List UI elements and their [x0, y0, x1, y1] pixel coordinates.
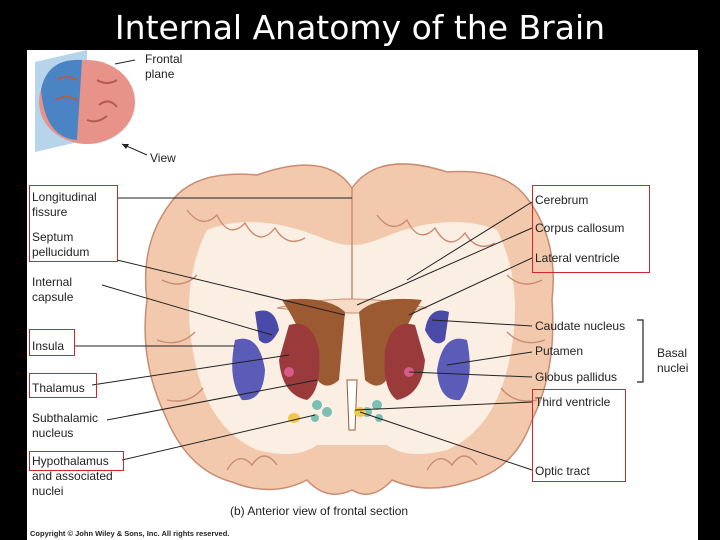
white-matter [189, 222, 515, 454]
label-optic-tract: Optic tract [535, 464, 590, 478]
label-third-ventricle: Third ventricle [535, 395, 611, 409]
label-hypothalamus: Hypothalamus and associated nuclei [32, 454, 113, 498]
highlight-box-hypothalamus [29, 451, 124, 471]
third-ventricle [346, 379, 358, 431]
label-view: View [150, 151, 176, 165]
label-lateral-ventricle: Lateral ventricle [535, 251, 620, 265]
copyright-notice: Copyright © John Wiley & Sons, Inc. All … [30, 529, 230, 538]
label-insula: Insula [32, 339, 65, 353]
optic-tract-left [288, 413, 300, 423]
label-frontal-plane: Frontal plane [145, 52, 183, 81]
basal-nuclei-bracket [637, 319, 644, 383]
label-globus-pallidus: Globus pallidus [535, 370, 618, 384]
putamen-left [232, 338, 265, 401]
putamen-right [437, 338, 470, 401]
label-caudate-nucleus: Caudate nucleus [535, 319, 626, 333]
label-putamen: Putamen [535, 344, 584, 358]
diagram-drawing [35, 50, 644, 495]
thalamus-left [279, 323, 320, 400]
label-cerebrum: Cerebrum [535, 193, 589, 207]
diagram-panel: Frontal plane View Longitudinal fissure … [27, 50, 698, 540]
label-basal-nuclei: Basal nuclei [657, 346, 689, 375]
globus-pallidus-left [284, 367, 294, 377]
figure-caption: (b) Anterior view of frontal section [230, 504, 409, 518]
label-corpus-callosum: Corpus callosum [535, 221, 625, 235]
label-internal-capsule: Internal capsule [32, 275, 74, 304]
label-thalamus: Thalamus [32, 381, 85, 395]
caudate-left [255, 310, 279, 344]
slide-title: Internal Anatomy of the Brain [114, 8, 606, 47]
highlight-box-cerebrum-group [532, 185, 650, 273]
label-longitudinal-fissure: Longitudinal fissure [32, 190, 97, 219]
thalamus-right [384, 323, 425, 400]
inset-frontal-lobe [41, 59, 82, 140]
highlight-box-thalamus [29, 373, 97, 398]
label-subthalamic-nucleus: Subthalamic nucleus [32, 411, 99, 440]
highlight-box-ventricle-tract [532, 389, 626, 482]
label-septum-pellucidum: Septum pellucidum [32, 230, 90, 259]
highlight-box-fissure-septum [29, 185, 118, 262]
highlight-box-insula [29, 329, 75, 356]
caudate-right [425, 310, 449, 344]
